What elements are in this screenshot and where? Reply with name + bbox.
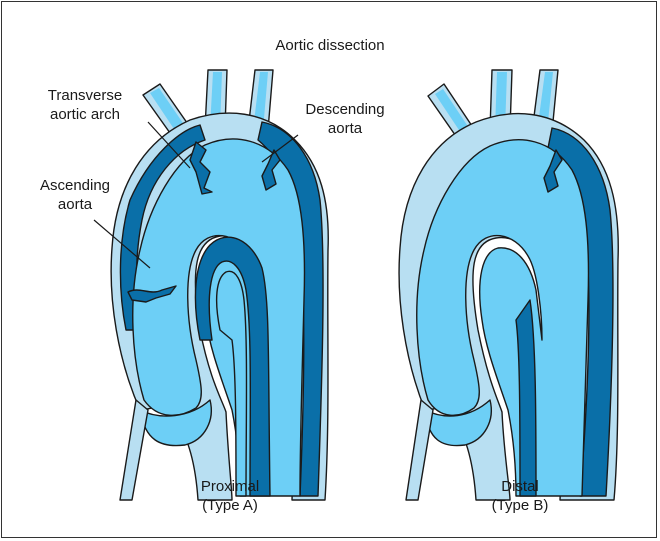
coronary-left-b — [406, 400, 433, 500]
label-descending-aorta: Descending aorta — [290, 100, 400, 138]
caption-distal-line-1: Distal — [460, 477, 580, 496]
caption-proximal-line-2: (Type A) — [170, 496, 290, 515]
label-transverse-line-1: Transverse — [20, 86, 150, 105]
label-ascending-aorta: Ascending aorta — [20, 176, 130, 214]
label-transverse-aortic-arch: Transverse aortic arch — [20, 86, 150, 124]
label-descending-line-2: aorta — [290, 119, 400, 138]
diagram-title: Aortic dissection — [230, 36, 430, 55]
label-transverse-line-2: aortic arch — [20, 105, 150, 124]
caption-distal: Distal (Type B) — [460, 477, 580, 515]
caption-proximal-line-1: Proximal — [170, 477, 290, 496]
label-ascending-line-1: Ascending — [20, 176, 130, 195]
coronary-left-a — [120, 400, 148, 500]
label-descending-line-1: Descending — [290, 100, 400, 119]
label-ascending-line-2: aorta — [20, 195, 130, 214]
caption-proximal: Proximal (Type A) — [170, 477, 290, 515]
aorta-type-b — [399, 70, 618, 500]
caption-distal-line-2: (Type B) — [460, 496, 580, 515]
